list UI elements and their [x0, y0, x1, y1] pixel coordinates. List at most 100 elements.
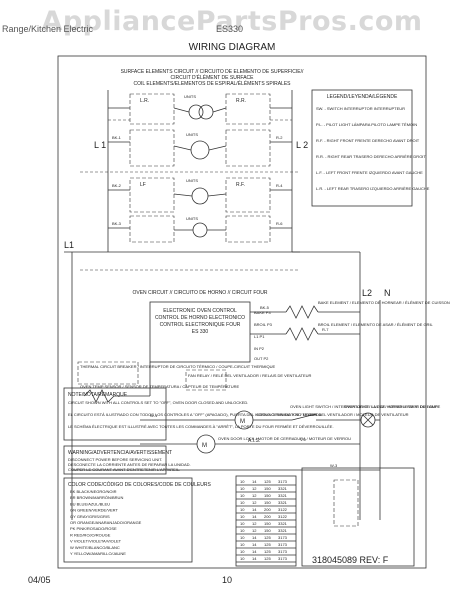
connector-grid	[333, 479, 359, 527]
lf-label: LF	[140, 182, 146, 188]
broil-element: BROIL ELEMENT / ELEMENTO DE ASAR / ÉLÉME…	[285, 322, 434, 341]
wire-gauge-cell: 3173	[278, 549, 288, 554]
wire-gauge-cell: 10	[240, 528, 245, 533]
wire-gauge-cell: 3321	[278, 528, 288, 533]
surface-l2-label: L 2	[296, 140, 308, 150]
color-code-row: V VIOLET/VIOLETA/VIOLET	[70, 539, 122, 544]
main-l1-label: L1	[64, 240, 74, 250]
surface-l1-label: L 1	[94, 140, 106, 150]
footer-date: 04/05	[28, 575, 51, 585]
wire-gauge-cell: 10	[240, 535, 245, 540]
wire-label-r7: R-7	[322, 327, 329, 332]
wire-gauge-cell: 10	[240, 521, 245, 526]
control-model: ES 330	[192, 329, 209, 335]
cooling-fan-label: COOLING FAN MOTOR / MOTOR DEL VENTILADOR…	[256, 412, 409, 417]
rr-element-coil-icon	[198, 104, 214, 120]
color-code-row: OR ORANGE/ANARANJADO/ORANGE	[70, 520, 142, 525]
unit-label-1: UNITS	[184, 94, 196, 99]
wire-label-bk2: BK-2	[112, 183, 122, 188]
note-line-es: EL CIRCUITO ESTÁ ILUSTRADO CON TODOS LOS…	[68, 412, 322, 417]
wire-gauge-cell: 150	[264, 500, 271, 505]
color-code-row: BK BLACK/NEGRO/NOIR	[70, 489, 117, 494]
color-code-row: GN GREEN/VERDE/VERT	[70, 508, 118, 513]
wire-gauge-cell: 3173	[278, 542, 288, 547]
part-number-box	[301, 467, 415, 567]
control-title-line3: CONTROL ELECTRONIQUE FOUR	[160, 322, 241, 328]
rf-element-coil-icon	[192, 222, 208, 238]
sensor-label: OVEN TEMP SENSOR / SENSOR DE TEMPERATURA…	[80, 384, 239, 389]
wire-gauge-cell: 12	[252, 493, 257, 498]
rf-label: R.F.	[236, 182, 245, 188]
lr-label: L.R.	[140, 98, 149, 104]
control-title-line2: CONTROL DE HORNO ELECTRONICO	[155, 315, 245, 321]
fan-relay: FAN RELAY / RELÉ DEL VENTILADOR / RELAIS…	[185, 369, 312, 391]
wire-label-v1: V-1	[300, 437, 307, 442]
warning-heading: WARNING/ADVERTENCIA/AVERTISSEMENT	[68, 450, 172, 456]
wire-gauge-cell: 10	[240, 514, 245, 519]
watermark: AppliancePartsPros.com	[41, 6, 423, 37]
broil-element-icon	[285, 327, 319, 341]
diagram-frame	[57, 55, 427, 569]
pin-broil-p3: BROIL P3	[254, 322, 273, 327]
wire-gauge-cell: 125	[264, 535, 271, 540]
wire-gauge-cell: 10	[240, 500, 245, 505]
color-code-row: BU BLUE/AZUL/BLEU	[70, 501, 110, 506]
wire-gauge-cell: 3321	[278, 500, 288, 505]
rr-switch-box	[225, 93, 271, 125]
wire-gauge-cell: 10	[240, 479, 245, 484]
note-line-fr: LE SCHÉMA ÉLECTRIQUE EST ILLUSTRÉ AVEC T…	[68, 424, 334, 429]
wire-gauge-cell: 10	[240, 493, 245, 498]
thermal-circuit-breaker: THERMAL CIRCUIT BREAKER / INTERRUPTOR DE…	[77, 361, 276, 385]
wire-gauge-cell: 10	[240, 549, 245, 554]
pin-in-p2: IN P2	[254, 346, 265, 351]
wire-label-w1: W-1	[150, 413, 158, 418]
lr-switch-box	[129, 93, 175, 125]
oven-light-switch: OVEN LIGHT SWITCH / INTERRUPTOR DE LA LU…	[290, 404, 441, 421]
wire-gauge-cell: 200	[264, 514, 271, 519]
wire-label-r2: R-2	[276, 135, 283, 140]
oven-light-label: OVEN LIGHT / LUZ DE HORNO / LAMPE DU FOU…	[344, 404, 438, 409]
ais-label: A.I.S.	[248, 438, 260, 444]
wire-gauge-cell: 3321	[278, 493, 288, 498]
unit-label-2: UNITS	[186, 132, 198, 137]
wire-gauge-cell: 150	[264, 528, 271, 533]
wire-gauge-cell: 14	[252, 535, 257, 540]
wire-gauge-cell: 12	[252, 521, 257, 526]
bake-element: BAKE ELEMENT / ELEMENTO DE HORNEAR / ÉLÉ…	[285, 300, 450, 319]
color-code-row: GY GRAY/GRIS/GRIS	[70, 514, 110, 519]
oven-n-label: N	[384, 288, 391, 298]
rf-switch-box	[225, 177, 271, 213]
wire-label-w3: W-3	[330, 463, 338, 468]
wire-gauge-cell: 150	[264, 486, 271, 491]
unit-label-4: UNITS	[186, 216, 198, 221]
wire-gauge-cell: 14	[252, 507, 257, 512]
wire-gauge-cell: 3173	[278, 535, 288, 540]
warning-line-fr: COUPER LE COURANT AVANT D'ENTRETENIR L'A…	[68, 467, 180, 472]
wire-gauge-cell: 10	[240, 556, 245, 561]
svg-text:M: M	[240, 419, 245, 425]
svg-text:M: M	[202, 443, 207, 449]
color-code-heading: COLOR CODE/CÓDIGO DE COLORES/CODE DE COU…	[68, 481, 211, 488]
warning-line-es: DESCONECTE LA CORRIENTE ANTES DE REPARAR…	[68, 462, 191, 467]
wire-gauge-cell: 150	[264, 521, 271, 526]
wire-gauge-cell: 14	[252, 479, 257, 484]
part-number: 318045089 REV: F	[312, 555, 389, 565]
footer-page-number: 10	[222, 575, 233, 585]
rr-label: R.R.	[236, 98, 246, 104]
wire-gauge-cell: 12	[252, 500, 257, 505]
note-line-en: CIRCUIT SHOWN WITH ALL CONTROLS SET TO "…	[68, 400, 248, 405]
wire-gauge-cell: 3122	[278, 507, 288, 512]
wire-gauge-cell: 10	[240, 486, 245, 491]
note-box	[63, 387, 167, 441]
pin-bake-p4: BAKE P4	[254, 310, 271, 315]
surface-switch-group-middle: UNITS BK-1 R-2	[108, 129, 292, 167]
thermal-breaker-label: THERMAL CIRCUIT BREAKER / INTERRUPTOR DE…	[80, 364, 276, 369]
legend-item-right-rear: R.R. - RIGHT REAR TRASERO DERECHO ARRIÈR…	[316, 154, 426, 159]
wire-label-bk5: BK-5	[260, 305, 270, 310]
wire-gauge-cell: 125	[264, 556, 271, 561]
wire-gauge-cell: 14	[252, 549, 257, 554]
legend-item-left-rear: L.R. - LEFT REAR TRASERO IZQUIERDO ARRIÈ…	[316, 186, 430, 191]
header-model-type: Range/Kitchen Electric	[2, 24, 94, 34]
